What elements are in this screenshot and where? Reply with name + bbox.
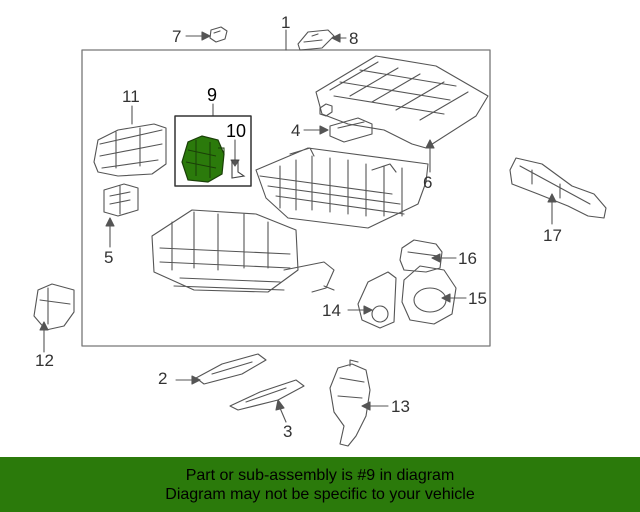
part-16-duct <box>399 239 443 273</box>
callout-14: 14 <box>322 301 341 320</box>
part-2-bracket <box>195 353 267 385</box>
callout-4: 4 <box>291 121 301 140</box>
callout-17: 17 <box>543 226 562 245</box>
part-9-component <box>181 135 225 183</box>
leader-3 <box>279 407 287 423</box>
callout-2: 2 <box>158 369 168 388</box>
part-13-duct <box>329 359 371 447</box>
part-4-bracket <box>329 117 373 143</box>
arrow-5 <box>105 217 115 227</box>
banner-line-1: Part or sub-assembly is #9 in diagram <box>185 466 455 484</box>
callout-13: 13 <box>391 397 410 416</box>
arrow-14 <box>363 305 373 315</box>
part-8-bracket <box>297 29 335 51</box>
part-17-duct <box>509 157 607 219</box>
part-11-shield <box>93 123 167 177</box>
part-6-cover <box>315 55 489 149</box>
callout-3: 3 <box>283 422 293 441</box>
callout-10: 10 <box>226 121 247 141</box>
part-7-clip <box>209 26 228 43</box>
arrow-7 <box>201 31 211 41</box>
callout-8: 8 <box>349 29 359 48</box>
part-10-clip <box>231 159 246 179</box>
arrow-8 <box>331 33 341 43</box>
callout-7: 7 <box>172 27 182 46</box>
arrow-4 <box>319 125 329 135</box>
callout-5: 5 <box>104 248 114 267</box>
part-base-tray <box>151 209 299 293</box>
part-nut <box>319 103 333 117</box>
part-9-box <box>174 115 252 187</box>
part-12-bracket <box>33 283 75 331</box>
callout-15: 15 <box>468 289 487 308</box>
banner-line-2: Diagram may not be specific to your vehi… <box>165 485 475 503</box>
part-3-bracket <box>229 379 305 411</box>
part-1-cell-stack <box>255 147 429 229</box>
callout-16: 16 <box>458 249 477 268</box>
assembly-frame <box>81 49 491 347</box>
arrow-12 <box>39 321 49 331</box>
arrow-13 <box>361 401 371 411</box>
part-15-blower <box>401 265 457 325</box>
parts-diagram <box>33 26 607 447</box>
part-harness <box>283 261 335 293</box>
callout-6: 6 <box>423 173 433 192</box>
callout-9: 9 <box>207 85 218 105</box>
callout-11: 11 <box>122 87 140 106</box>
callout-1: 1 <box>281 13 291 32</box>
arrow-3 <box>275 399 285 411</box>
part-14-fan <box>357 271 397 329</box>
info-banner: Part or sub-assembly is #9 in diagram Di… <box>0 457 640 512</box>
part-5-bracket <box>103 183 139 217</box>
callout-12: 12 <box>35 351 54 370</box>
